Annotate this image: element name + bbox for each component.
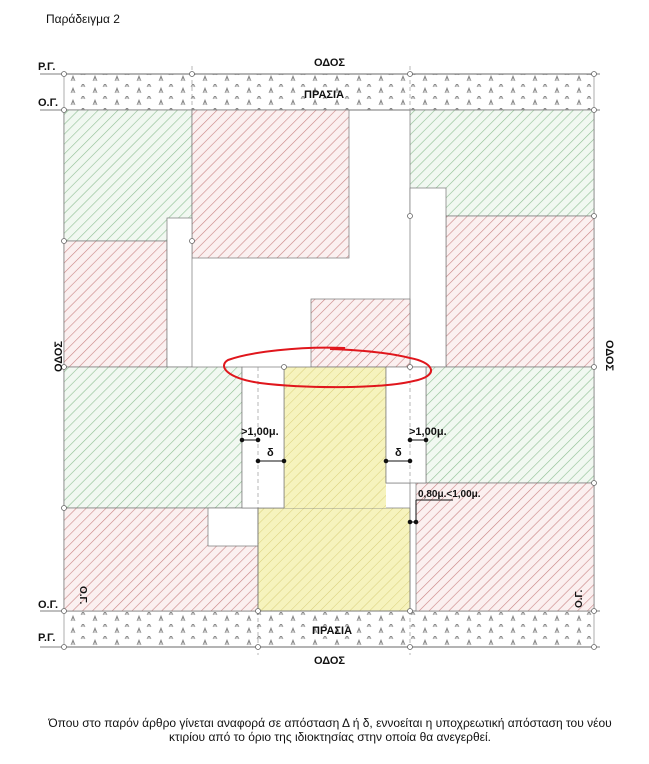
new-building-yellow: [257, 507, 411, 612]
label-og-left-vertical: Ο.Γ.: [77, 586, 88, 604]
diagram-title: Παράδειγμα 2: [46, 12, 120, 26]
prasia-strip-top: [63, 73, 595, 111]
caption: Όπου στο παρόν άρθρο γίνεται αναφορά σε …: [48, 716, 612, 744]
node-markers: [61, 71, 597, 650]
dim-range: 0,80μ.<1,00μ.: [418, 489, 481, 500]
building-red-center: [310, 298, 411, 368]
label-og-right-vertical: Ο.Γ.: [574, 590, 585, 608]
delta-left: δ: [267, 447, 274, 459]
label-prasia-bottom: ΠΡΑΣΙΑ: [312, 625, 352, 637]
dim-left-min: >1,00μ.: [241, 426, 279, 438]
building-red-top-left: [191, 109, 350, 259]
label-odos-top: ΟΔΟΣ: [314, 57, 345, 69]
plot-red-bottom-right: [415, 482, 595, 612]
dim-right-min: >1,00μ.: [409, 426, 447, 438]
notch-white-bottom-left: [207, 507, 259, 547]
label-odos-right: ΟΔΟΣ: [603, 340, 615, 371]
delta-right: δ: [395, 447, 402, 459]
dimension-marks: [239, 437, 453, 525]
highlight-loop: [223, 346, 432, 389]
plot-green-middle-left: [63, 366, 243, 509]
label-odos-bottom: ΟΔΟΣ: [314, 655, 345, 667]
label-og-top: Ο.Γ.: [38, 97, 58, 109]
label-rg-bottom: Ρ.Γ.: [38, 632, 55, 644]
plot-red-left-upper: [63, 240, 168, 368]
label-odos-left: ΟΔΟΣ: [53, 341, 65, 372]
plot-green-middle-right: [425, 366, 595, 484]
label-prasia-top: ΠΡΑΣΙΑ: [304, 89, 344, 101]
gap-left: [241, 366, 285, 509]
label-og-bottom: Ο.Γ.: [38, 599, 58, 611]
gap-right: [385, 366, 427, 484]
building-red-right-upper: [445, 215, 595, 368]
setback-white-left: [166, 217, 193, 368]
setback-white-right: [409, 187, 447, 368]
label-rg-top: Ρ.Γ.: [38, 61, 55, 73]
new-building-yellow-upper: [284, 367, 386, 508]
